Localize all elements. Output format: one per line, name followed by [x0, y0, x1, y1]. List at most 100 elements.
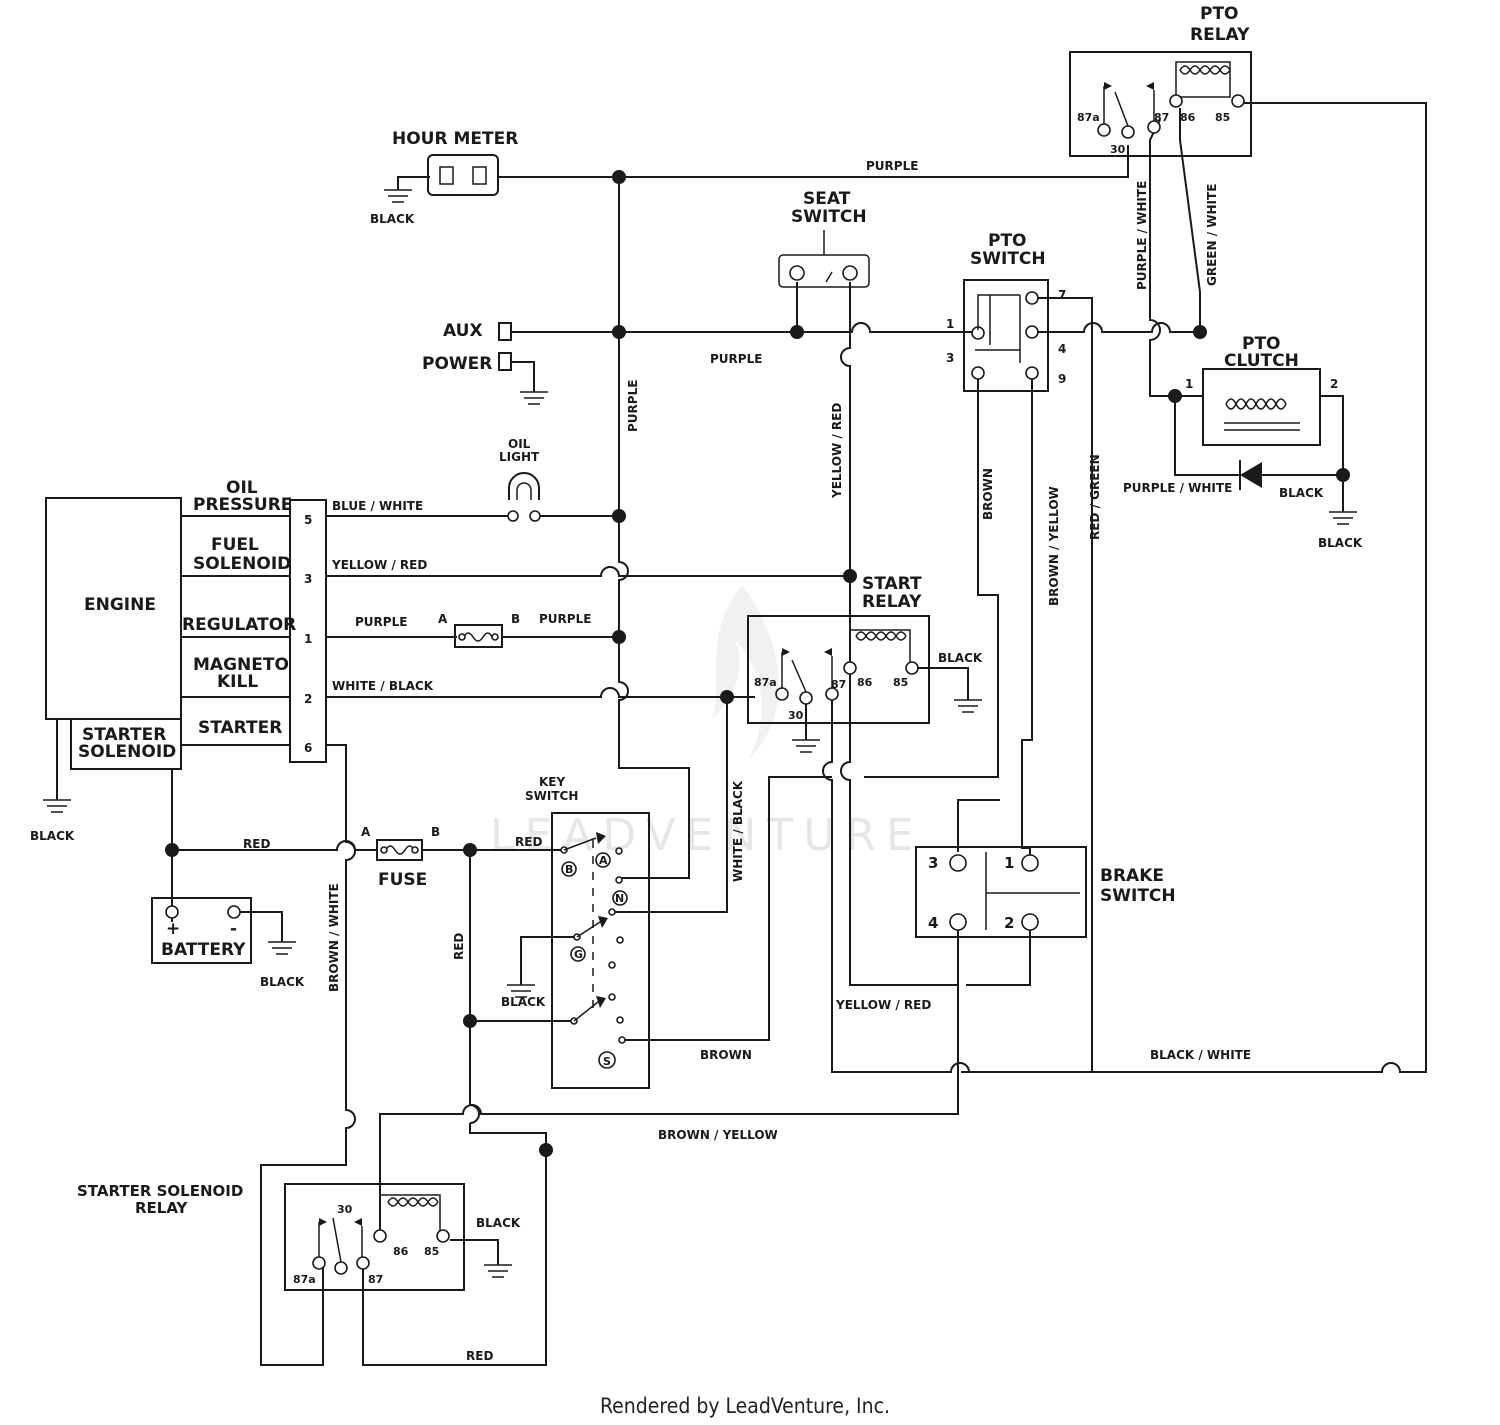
diode-icon — [1240, 462, 1262, 488]
wire-label-red-green: RED / GREEN — [1088, 454, 1102, 540]
wire-label-brown-white: BROWN / WHITE — [327, 883, 341, 992]
ground-icon — [792, 739, 820, 753]
wire-label-white-black: WHITE / BLACK — [332, 679, 434, 693]
wire-label-blue-white: BLUE / WHITE — [332, 499, 423, 513]
key-terminal-s: S — [603, 1055, 611, 1068]
main-fuse-a: A — [361, 825, 371, 839]
battery-negative: - — [230, 919, 237, 939]
wire-label-brown-vertical: BROWN — [981, 468, 995, 520]
starter-label: STARTER — [198, 718, 282, 738]
pto-switch-terminal-1: 1 — [946, 317, 954, 331]
junctions — [165, 170, 1350, 1157]
pto-switch-terminal-9: 9 — [1058, 372, 1066, 386]
pto-clutch-label-1: PTO — [1242, 334, 1281, 354]
fuel-solenoid-label-2: SOLENOID — [193, 554, 291, 574]
pto-relay-terminal-87a: 87a — [1077, 111, 1100, 124]
watermark: LEADVENTURE — [490, 585, 924, 861]
wire-label-yellow-red-vertical: YELLOW / RED — [830, 403, 844, 499]
oil-light-label-2: LIGHT — [499, 450, 540, 464]
oil-light: OIL LIGHT — [499, 437, 541, 522]
connector-pin-2: 2 — [304, 692, 312, 706]
start-relay: START RELAY 87a 30 87 86 85 BLACK — [747, 574, 983, 724]
start-relay-terminal-30: 30 — [788, 709, 804, 722]
pto-clutch-wire-purple-white: PURPLE / WHITE — [1123, 481, 1232, 495]
seat-switch: SEAT SWITCH — [778, 189, 870, 288]
engine-label: ENGINE — [84, 595, 156, 615]
engine-connector: 5 3 1 2 6 OIL PRESSURE FUEL SOLENOID REG… — [182, 478, 327, 763]
watermark-text: LEADVENTURE — [490, 810, 924, 861]
brake-terminal-3: 3 — [928, 854, 938, 872]
hour-meter: HOUR METER BLACK — [370, 129, 518, 226]
main-fuse-b: B — [431, 825, 440, 839]
wire-label-purple-vertical: PURPLE — [626, 380, 640, 432]
key-terminal-a: A — [599, 854, 608, 867]
fuse-label: FUSE — [378, 870, 427, 890]
ground-symbols — [43, 189, 1357, 1278]
key-terminal-n: N — [615, 892, 624, 905]
start-relay-terminal-87a: 87a — [754, 676, 777, 689]
footer-credit: Rendered by LeadVenture, Inc. — [600, 1394, 890, 1418]
connector-pin-6: 6 — [304, 741, 312, 755]
wire-label-purple-regulator-b: PURPLE — [539, 612, 591, 626]
ssr-ground-label: BLACK — [476, 1216, 521, 1230]
start-relay-terminal-87: 87 — [831, 678, 846, 691]
key-terminal-b: B — [565, 863, 573, 876]
wire-label-purple-aux: PURPLE — [710, 352, 762, 366]
start-relay-ground-label: BLACK — [938, 651, 983, 665]
ssr-label-1: STARTER SOLENOID — [77, 1182, 243, 1200]
start-relay-label-1: START — [862, 574, 922, 594]
wire-label-brown-bottom: BROWN — [700, 1048, 752, 1062]
starter-solenoid-relay: STARTER SOLENOID RELAY 87a 30 87 86 85 B… — [77, 1182, 521, 1291]
brake-switch-label-2: SWITCH — [1100, 886, 1176, 906]
wire-label-red-key: RED — [515, 835, 542, 849]
oil-pressure-label-1: OIL — [226, 478, 258, 498]
ground-icon — [954, 699, 982, 713]
engine: ENGINE STARTER SOLENOID BLACK — [30, 497, 182, 843]
pto-clutch-terminal-1: 1 — [1185, 377, 1193, 391]
wire-labels: PURPLE PURPLE PURPLE YELLOW / RED BROWN … — [243, 159, 1251, 1363]
battery: + - BATTERY BLACK — [151, 897, 305, 989]
battery-label: BATTERY — [161, 940, 246, 960]
key-terminal-g: G — [574, 948, 583, 961]
regulator-label: REGULATOR — [182, 615, 296, 635]
pto-relay-label-1: PTO — [1200, 4, 1239, 24]
starter-solenoid-label-1: STARTER — [82, 725, 166, 745]
wire-label-brown-yellow-vertical: BROWN / YELLOW — [1047, 486, 1061, 606]
seat-switch-label-2: SWITCH — [791, 207, 867, 227]
ground-icon — [268, 941, 296, 955]
start-relay-terminal-86: 86 — [857, 676, 873, 689]
start-relay-label-2: RELAY — [862, 592, 922, 612]
wire-label-purple-top: PURPLE — [866, 159, 918, 173]
wire-label-yellow-red-bottom: YELLOW / RED — [835, 998, 931, 1012]
hour-meter-label: HOUR METER — [392, 129, 518, 149]
starter-solenoid-label-2: SOLENOID — [78, 742, 176, 762]
connector-pin-3: 3 — [304, 572, 312, 586]
wire-label-purple-white-vertical: PURPLE / WHITE — [1135, 181, 1149, 290]
aux-label: AUX — [443, 321, 483, 341]
battery-ground-label: BLACK — [260, 975, 305, 989]
pto-clutch-terminal-2: 2 — [1330, 377, 1338, 391]
ground-icon — [520, 391, 548, 405]
pto-switch-terminal-4: 4 — [1058, 342, 1066, 356]
pto-clutch-wire-black: BLACK — [1279, 486, 1324, 500]
fuel-solenoid-label-1: FUEL — [211, 535, 259, 555]
wire-label-black-white: BLACK / WHITE — [1150, 1048, 1251, 1062]
key-switch-label-1: KEY — [539, 775, 565, 789]
ground-icon — [384, 189, 412, 203]
pto-clutch-ground-label: BLACK — [1318, 536, 1363, 550]
ground-icon — [484, 1264, 512, 1278]
pto-switch-label-2: SWITCH — [970, 249, 1046, 269]
brake-terminal-1: 1 — [1004, 854, 1014, 872]
regulator-fuse: A B — [438, 612, 520, 648]
pto-switch-label-1: PTO — [988, 231, 1027, 251]
key-switch: B A N G S KEY SWITCH BLACK — [501, 775, 650, 1089]
regulator-fuse-a: A — [438, 612, 448, 626]
pto-clutch: PTO CLUTCH 1 2 PURPLE / WHITE BLACK BLAC… — [1123, 334, 1363, 550]
key-ground-label: BLACK — [501, 995, 546, 1009]
regulator-fuse-b: B — [511, 612, 520, 626]
wire-label-purple-regulator-a: PURPLE — [355, 615, 407, 629]
engine-ground-label: BLACK — [30, 829, 75, 843]
pto-switch-terminal-3: 3 — [946, 351, 954, 365]
